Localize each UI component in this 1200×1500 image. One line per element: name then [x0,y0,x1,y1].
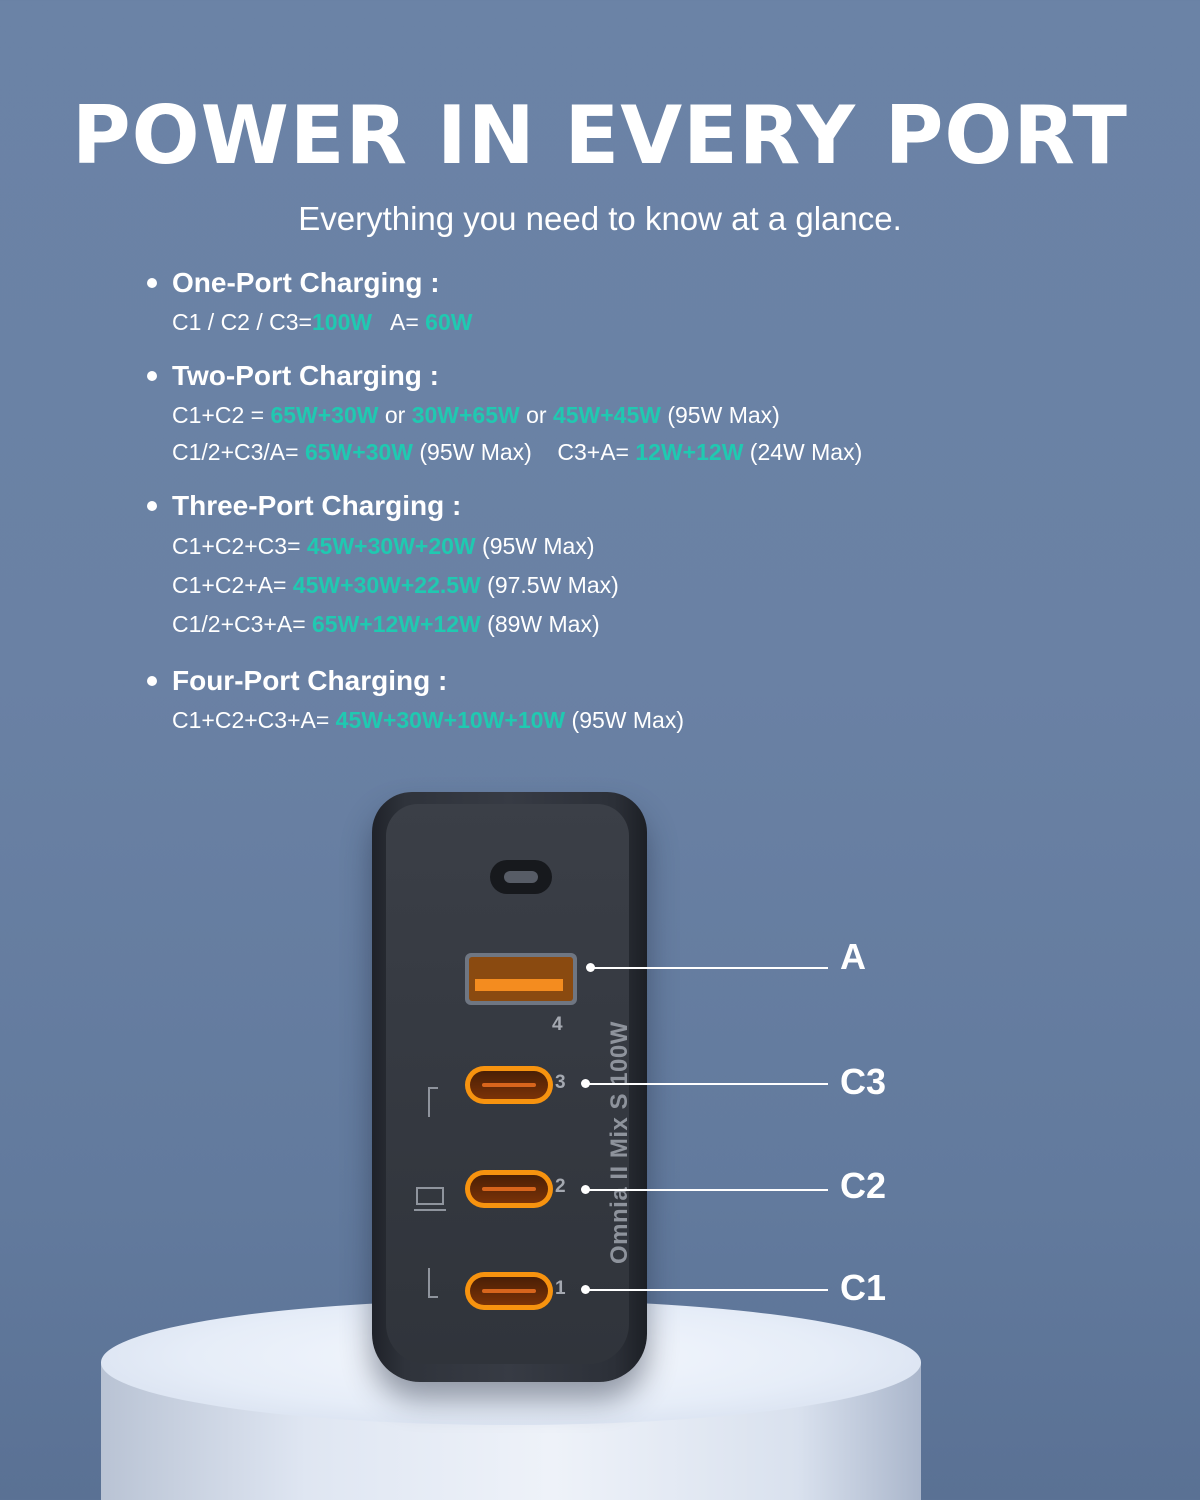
spec-text: (24W Max) [743,439,863,465]
laptop-base [414,1209,446,1211]
callout-label-c2: C2 [840,1165,887,1206]
spec-section-three-port: Three-Port Charging : C1+C2+C3= 45W+30W+… [145,485,1045,644]
spec-line: C1 / C2 / C3=100W A= 60W [172,304,1045,341]
usb-c2-port [465,1170,553,1208]
spec-text: C1 / C2 / C3= [172,309,312,335]
section-heading: Three-Port Charging : [172,490,462,521]
charging-specs: One-Port Charging : C1 / C2 / C3=100W A=… [145,262,1045,739]
usb-c1-port [465,1272,553,1310]
wattage-value: 45W+30W+20W [306,533,476,559]
page-subtitle: Everything you need to know at a glance. [298,200,902,237]
bullet-icon [147,278,157,288]
spec-text: or [378,402,412,428]
wattage-value: 45W+30W+10W+10W [335,707,566,733]
callout-line-c1 [585,1289,828,1291]
port-number-a: 4 [552,1014,563,1035]
spec-text: C1+C2+C3+A= [172,707,336,733]
callout-label-c3: C3 [840,1061,887,1102]
page-title: POWER IN EVERY PORT [72,89,1128,182]
bullet-icon [147,501,157,511]
spec-line: C1+C2+C3= 45W+30W+20W (95W Max) [172,527,1045,566]
wattage-value: 65W+12W+12W [312,611,481,637]
charger-device: 4 3 2 1 Omnia II Mix S 100W [372,792,647,1382]
callout-line-a [590,967,828,969]
spec-text: or [519,402,553,428]
spec-text: C1+C2+A= [172,572,293,598]
usb-a-port [465,953,577,1005]
spec-text: C1+C2+C3= [172,533,307,559]
spec-line: C1/2+C3+A= 65W+12W+12W (89W Max) [172,605,1045,644]
section-heading: One-Port Charging : [172,267,440,298]
spec-text: A= [372,309,426,335]
spec-text: C1/2+C3/A= [172,439,305,465]
bullet-icon [147,371,157,381]
spec-text: (97.5W Max) [480,572,619,598]
spec-text: (95W Max) [660,402,780,428]
spec-section-one-port: One-Port Charging : C1 / C2 / C3=100W A=… [145,262,1045,341]
laptop-icon [416,1187,444,1205]
spec-text: (95W Max) C3+A= [412,439,636,465]
wattage-value: 30W+65W [411,402,520,428]
wattage-value: 45W+45W [552,402,661,428]
callout-line-c2 [585,1189,828,1191]
section-heading: Two-Port Charging : [172,360,439,391]
spec-text: (95W Max) [565,707,684,733]
spec-line: C1+C2+A= 45W+30W+22.5W (97.5W Max) [172,566,1045,605]
wattage-value: 12W+12W [635,439,744,465]
wattage-value: 60W [425,309,473,335]
section-heading: Four-Port Charging : [172,665,448,696]
spec-text: (95W Max) [475,533,595,559]
wattage-value: 65W+30W [304,439,413,465]
callout-line-c3 [585,1083,828,1085]
bullet-icon [147,676,157,686]
brand-logo-icon [490,860,552,894]
spec-text: (89W Max) [480,611,600,637]
spec-text: C1/2+C3+A= [172,611,313,637]
phone-icon [428,1268,438,1298]
spec-section-two-port: Two-Port Charging : C1+C2 = 65W+30W or 3… [145,355,1045,471]
callout-label-c1: C1 [840,1267,887,1308]
spec-text: C1+C2 = [172,402,271,428]
port-number-c1: 1 [555,1278,566,1299]
wattage-value: 65W+30W [270,402,379,428]
port-number-c3: 3 [555,1072,566,1093]
phone-icon [428,1087,438,1117]
spec-line: C1/2+C3/A= 65W+30W (95W Max) C3+A= 12W+1… [172,434,1045,471]
wattage-value: 45W+30W+22.5W [292,572,481,598]
spec-line: C1+C2 = 65W+30W or 30W+65W or 45W+45W (9… [172,397,1045,434]
port-number-c2: 2 [555,1176,566,1197]
spec-line: C1+C2+C3+A= 45W+30W+10W+10W (95W Max) [172,702,1045,739]
spec-section-four-port: Four-Port Charging : C1+C2+C3+A= 45W+30W… [145,660,1045,739]
callout-label-a: A [840,936,866,977]
usb-c3-port [465,1066,553,1104]
wattage-value: 100W [311,309,373,335]
